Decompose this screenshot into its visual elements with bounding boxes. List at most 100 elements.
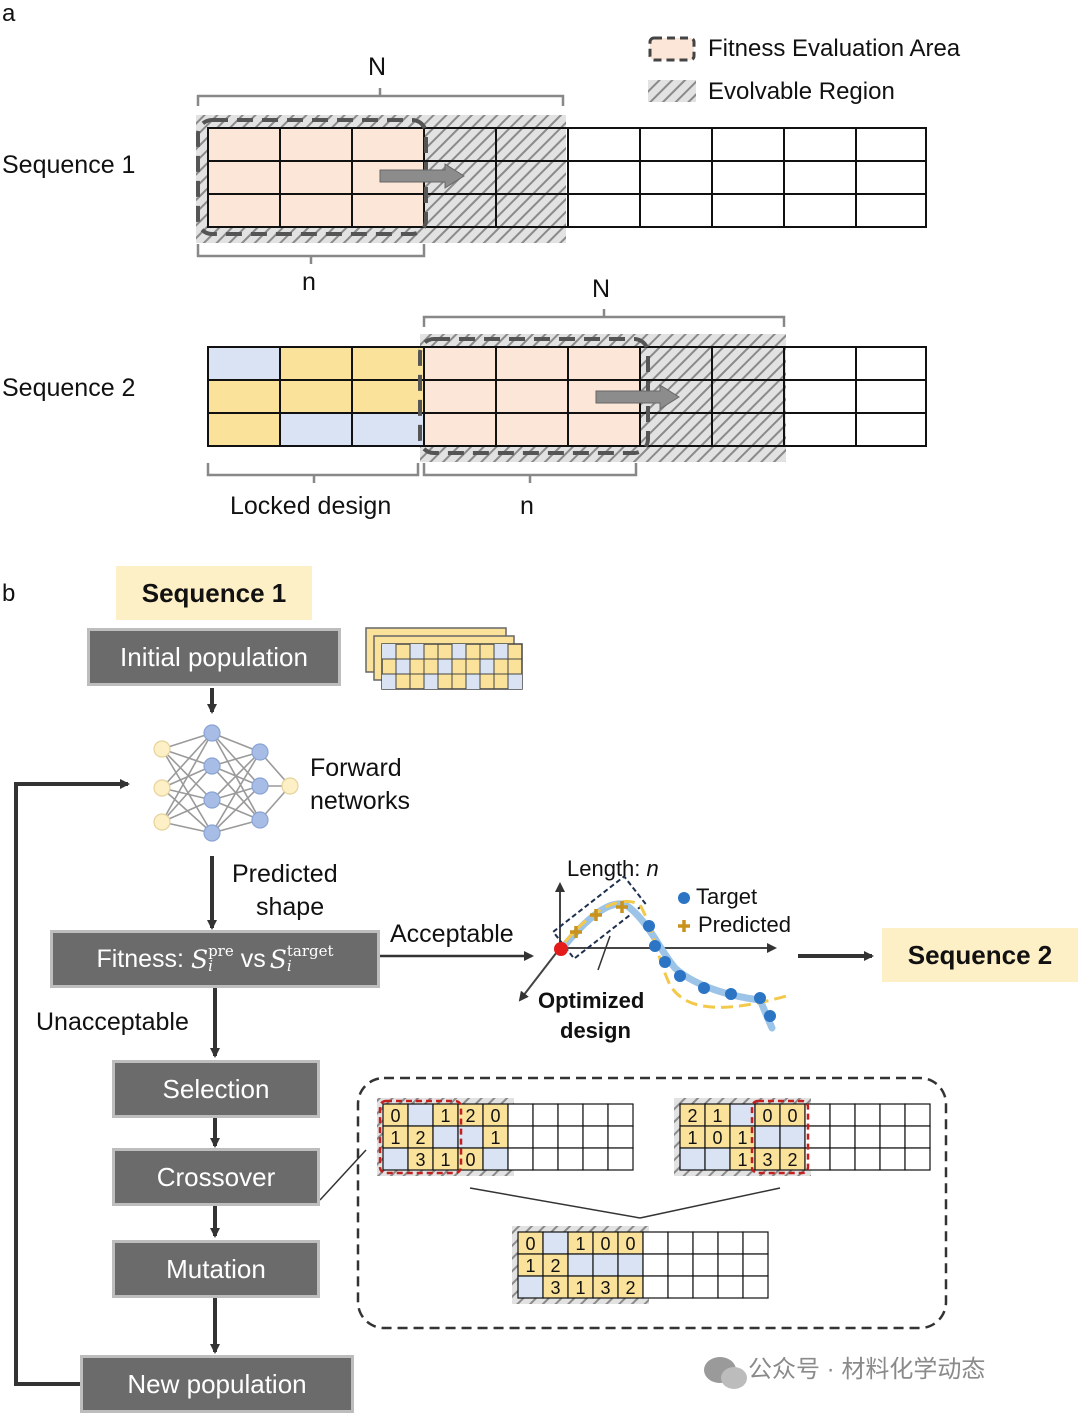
sequence-2-tag: Sequence 2 (882, 928, 1078, 982)
grid-cell-value: 3 (415, 1150, 425, 1170)
grid-cell (879, 1125, 906, 1149)
grid-cell (642, 1275, 669, 1299)
grid-cell (854, 1103, 881, 1127)
grid-cell (407, 1103, 434, 1127)
grid-cell-value: 2 (687, 1106, 697, 1126)
grid-cell (717, 1253, 744, 1277)
optimized-design-line1: Optimized (538, 988, 645, 1013)
neural-network-icon (153, 724, 299, 842)
seq1-big-n: N (368, 53, 387, 81)
brace-locked (206, 463, 420, 483)
brace-N-seq1 (196, 88, 565, 106)
grid-cell-value: 1 (440, 1150, 450, 1170)
legend-fitness-label: Fitness Evaluation Area (708, 35, 961, 62)
grid-cell-value: 1 (687, 1128, 697, 1148)
grid-cell (482, 1147, 509, 1171)
grid-cell-value: 0 (600, 1234, 610, 1254)
grid-cell (704, 1147, 731, 1171)
grid-cell (592, 1253, 619, 1277)
grid-cell (829, 1147, 856, 1171)
new-population-box: New population (80, 1355, 354, 1413)
grid-cell (642, 1231, 669, 1255)
sequence-1-label: Sequence 1 (2, 151, 136, 179)
crossover-detail-frame (356, 1076, 948, 1330)
grid-cell (532, 1103, 559, 1127)
grid-cell-value: 3 (550, 1278, 560, 1298)
predicted-shape-line1: Predicted (232, 860, 338, 888)
legend-fitness-area-swatch (648, 36, 696, 62)
forward-networks-line1: Forward (310, 754, 402, 782)
grid-cell-value: 0 (390, 1106, 400, 1126)
grid-cell-value: 1 (440, 1106, 450, 1126)
fitness-plot (518, 875, 791, 1032)
unacceptable-label: Unacceptable (36, 1008, 189, 1036)
grid-cell-value: 2 (787, 1150, 797, 1170)
grid-cell (557, 1147, 584, 1171)
grid-cell (667, 1253, 694, 1277)
plot-length-label: Length: n (567, 856, 659, 881)
population-stack-icon (365, 627, 523, 690)
grid-cell (382, 1147, 409, 1171)
grid-cell (642, 1253, 669, 1277)
grid-cell (667, 1231, 694, 1255)
grid-cell (679, 1147, 706, 1171)
grid-cell (582, 1125, 609, 1149)
grid-cell (607, 1147, 634, 1171)
grid-cell (567, 1253, 594, 1277)
grid-cell (617, 1253, 644, 1277)
selection-box: Selection (112, 1060, 320, 1118)
brace-n-seq1 (196, 244, 426, 264)
grid-cell-value: 1 (737, 1150, 747, 1170)
grid-cell (607, 1125, 634, 1149)
grid-cell (742, 1231, 769, 1255)
grid-cell-value: 0 (762, 1106, 772, 1126)
fitness-prefix: Fitness: (96, 944, 191, 973)
grid-cell (532, 1125, 559, 1149)
grid-cell (754, 1125, 781, 1149)
grid-cell (717, 1275, 744, 1299)
grid-cell (904, 1147, 931, 1171)
grid-cell (829, 1125, 856, 1149)
legend-evolvable-label: Evolvable Region (708, 78, 895, 105)
grid-cell (532, 1147, 559, 1171)
grid-cell (557, 1125, 584, 1149)
grid-cell (517, 1275, 544, 1299)
sequence-1-grid (196, 115, 927, 243)
panel-a-letter: a (2, 0, 16, 27)
grid-cell (607, 1103, 634, 1127)
grid-cell-value: 0 (490, 1106, 500, 1126)
crossover-selection-box (750, 1099, 810, 1175)
grid-cell-value: 1 (490, 1128, 500, 1148)
grid-cell-value: 3 (600, 1278, 610, 1298)
initial-population-box: Initial population (87, 628, 341, 686)
wechat-icon (704, 1357, 747, 1389)
grid-cell-value: 0 (787, 1106, 797, 1126)
seq1-small-n: n (302, 268, 316, 296)
grid-cell-value: 1 (712, 1106, 722, 1126)
plot-legend-target: Target (696, 884, 758, 909)
grid-cell (692, 1275, 719, 1299)
seq2-big-n: N (592, 275, 611, 303)
grid-cell-value: 3 (762, 1150, 772, 1170)
grid-cell-value: 0 (465, 1150, 475, 1170)
grid-cell (582, 1103, 609, 1127)
brace-N-seq2 (422, 309, 786, 327)
grid-cell-value: 1 (525, 1256, 535, 1276)
grid-cell (667, 1275, 694, 1299)
optimized-design-line2: design (560, 1018, 631, 1043)
grid-cell-value: 1 (390, 1128, 400, 1148)
grid-cell-value: 1 (575, 1234, 585, 1254)
fitness-vs: vs (240, 944, 266, 973)
grid-cell-value: 1 (575, 1278, 585, 1298)
grid-cell-value: 2 (625, 1278, 635, 1298)
sequence-1-tag: Sequence 1 (116, 566, 312, 620)
grid-cell-value: 0 (712, 1128, 722, 1148)
grid-cell (507, 1125, 534, 1149)
sequence-2-grid (207, 334, 927, 462)
locked-design-label: Locked design (230, 492, 392, 520)
